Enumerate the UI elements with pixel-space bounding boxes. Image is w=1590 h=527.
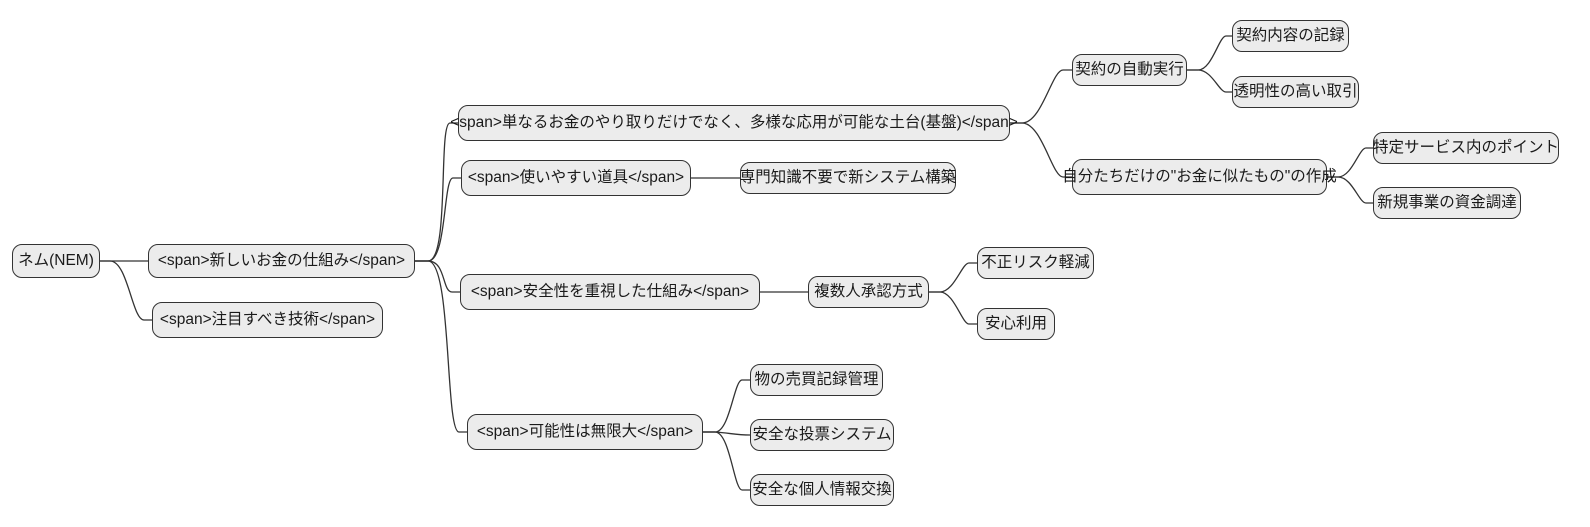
- edge-new-money-to-easy-tool: [415, 177, 461, 262]
- mindmap-node-platform: <span>単なるお金のやり取りだけでなく、多様な応用が可能な土台(基盤)</s…: [450, 105, 1018, 141]
- mindmap-node-unlimited: <span>可能性は無限大</span>: [467, 414, 703, 450]
- mindmap-node-new-money: <span>新しいお金の仕組み</span>: [148, 244, 415, 278]
- mindmap-node-service-points: 特定サービス内のポイント: [1373, 132, 1559, 164]
- mindmap-node-notable-tech: <span>注目すべき技術</span>: [152, 302, 383, 338]
- mindmap-node-personal-info: 安全な個人情報交換: [750, 474, 894, 506]
- mindmap-node-contract-record: 契約内容の記録: [1232, 20, 1349, 52]
- mindmap-node-trade-records: 物の売買記録管理: [750, 364, 883, 396]
- edge-root-to-notable-tech: [100, 260, 152, 321]
- edge-new-money-to-unlimited: [415, 260, 467, 433]
- mindmap-node-voting: 安全な投票システム: [750, 419, 894, 451]
- mindmap-node-easy-tool: <span>使いやすい道具</span>: [461, 160, 691, 196]
- mindmap-node-secure-use: 安心利用: [977, 308, 1055, 340]
- edge-auto-contract-to-transparent: [1187, 69, 1232, 93]
- edge-multisig-to-fraud-risk: [929, 262, 977, 293]
- edge-platform-to-own-token: [1010, 122, 1072, 178]
- edge-unlimited-to-personal-info: [703, 431, 750, 491]
- edge-new-money-to-safety: [415, 260, 460, 293]
- mindmap-node-own-token: 自分たちだけの"お金に似たもの"の作成: [1062, 159, 1337, 195]
- edge-new-money-to-platform: [415, 122, 458, 262]
- mindmap-node-fundraising: 新規事業の資金調達: [1373, 187, 1521, 219]
- edge-multisig-to-secure-use: [929, 291, 977, 325]
- mindmap-node-auto-contract: 契約の自動実行: [1072, 54, 1187, 86]
- mindmap-node-multisig: 複数人承認方式: [808, 276, 929, 308]
- mindmap-node-fraud-risk: 不正リスク軽減: [977, 247, 1094, 279]
- mindmap-node-safety: <span>安全性を重視した仕組み</span>: [460, 274, 760, 310]
- mindmap-node-nem-root: ネム(NEM): [12, 244, 100, 278]
- edge-platform-to-auto-contract: [1010, 69, 1072, 124]
- edge-unlimited-to-trade-records: [703, 379, 750, 433]
- mindmap-node-no-expertise: 専門知識不要で新システム構築: [740, 162, 956, 194]
- edge-own-token-to-fundraising: [1327, 176, 1373, 204]
- mindmap-node-transparent-tx: 透明性の高い取引: [1232, 76, 1359, 108]
- edge-auto-contract-to-record: [1187, 35, 1232, 71]
